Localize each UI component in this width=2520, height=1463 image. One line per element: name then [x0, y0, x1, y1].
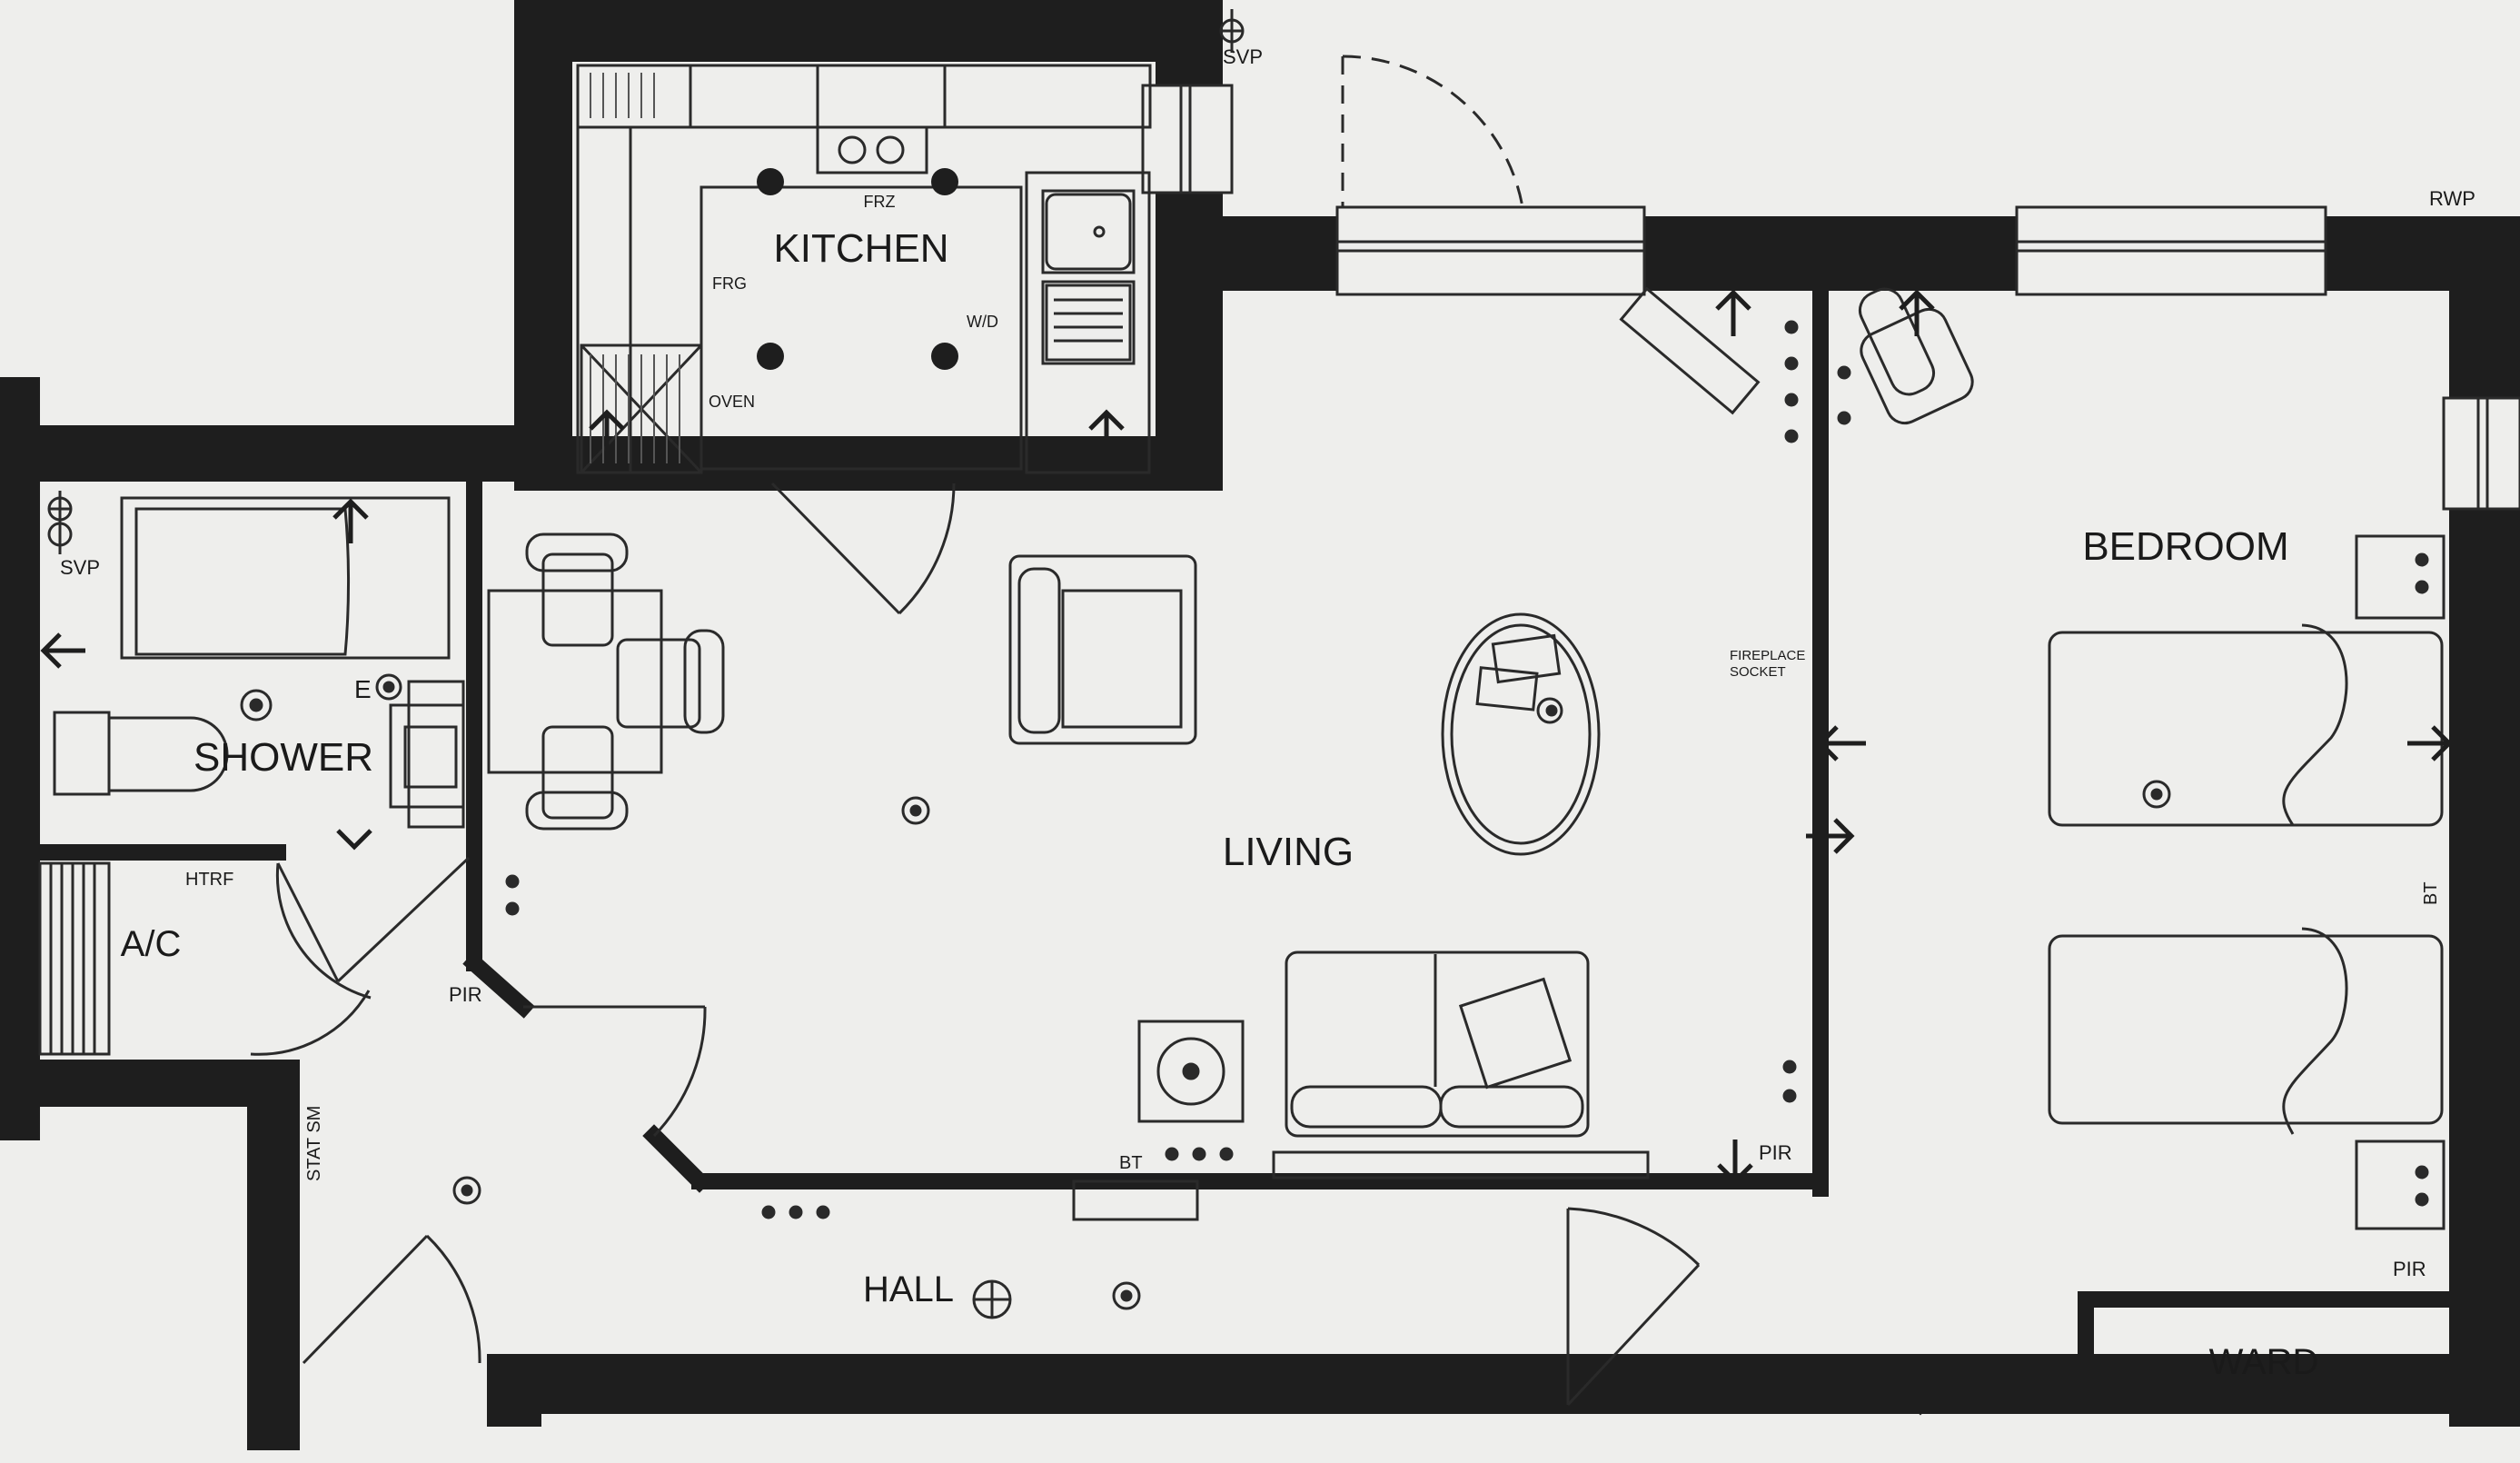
bedroom-door: [1566, 1207, 1701, 1407]
fireplace-label-line2: SOCKET: [1730, 664, 1786, 680]
living-door: [523, 1005, 707, 1138]
hob-icon: [816, 125, 928, 174]
stat-sm-label: STAT SM: [304, 1106, 324, 1181]
room-label-living: LIVING: [1223, 830, 1354, 874]
partitions: [32, 275, 2457, 1371]
fireplace-label-line1: FIREPLACE: [1730, 648, 1805, 663]
sofa: [1285, 950, 1590, 1138]
e-label: E: [354, 675, 372, 703]
pir-bedroom-label: PIR: [2393, 1258, 2426, 1280]
bed-1: [2048, 623, 2444, 827]
bedside-tables: [2355, 534, 2446, 1230]
balcony-door-swing: [1341, 55, 1524, 208]
room-label-shower: SHOWER: [193, 735, 373, 780]
dining-table: [487, 532, 725, 831]
hall-crosshair-icon: [972, 1279, 1012, 1319]
pir-living-label: PIR: [1759, 1141, 1792, 1164]
shower-fixtures: [53, 496, 465, 829]
room-label-ac: A/C: [121, 924, 182, 964]
rwp-label: RWP: [2429, 187, 2475, 210]
room-labels: KITCHEN SHOWER A/C LIVING BEDROOM HALL W…: [121, 226, 2319, 1382]
ceiling-lights: [240, 673, 2171, 1310]
bt-living-label: BT: [1119, 1153, 1143, 1173]
svp-symbol-icons: [47, 9, 1245, 554]
kitchen-sink-icon: [1045, 193, 1132, 362]
ac-cupboard-hatch: [38, 861, 111, 1056]
windows: [1141, 84, 2520, 511]
front-door: [302, 1234, 481, 1365]
kitchen-stools: [757, 168, 958, 370]
frz-label: FRZ: [864, 193, 896, 211]
room-label-ward: WARD: [2209, 1342, 2319, 1382]
bed-2: [2048, 927, 2444, 1135]
frg-label: FRG: [712, 274, 747, 293]
ac-door: [250, 990, 371, 1056]
shower-door: [275, 856, 471, 1000]
bt-bedroom-label: BT: [2421, 881, 2441, 905]
room-label-bedroom: BEDROOM: [2082, 524, 2288, 569]
svp-left-label: SVP: [60, 556, 100, 579]
kitchen-hatch: [590, 73, 680, 463]
kitchen-door: [770, 482, 956, 615]
coffee-table: [1441, 612, 1601, 856]
room-label-kitchen: KITCHEN: [773, 226, 948, 271]
room-label-hall: HALL: [863, 1269, 954, 1309]
pir-ac-label: PIR: [449, 983, 482, 1006]
htrf-label: HTRF: [185, 870, 233, 890]
oven-label: OVEN: [709, 393, 755, 411]
tv-unit: [1072, 1020, 1650, 1221]
annotation-labels: SVP SVP RWP FRZ FRG W/D OVEN E HTRF PIR …: [60, 45, 2475, 1280]
armchair: [1008, 554, 1197, 745]
svp-top-label: SVP: [1223, 45, 1263, 68]
socket-clusters: [505, 320, 2429, 1219]
arrow-markers: [40, 289, 2453, 1416]
wd-label: W/D: [967, 313, 998, 331]
